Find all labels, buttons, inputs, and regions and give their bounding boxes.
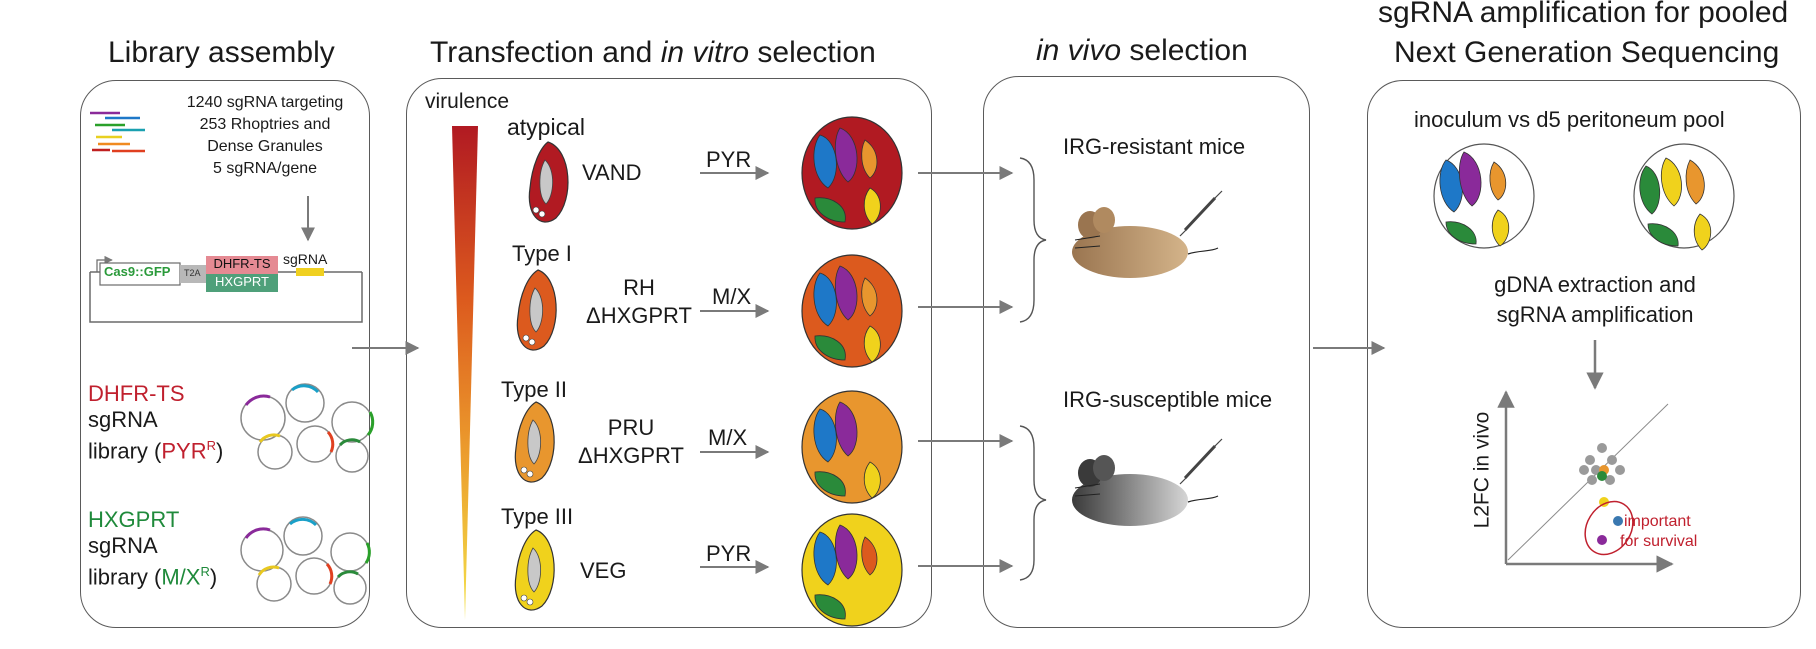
library-1-label: DHFR-TS sgRNA library (PYRR)	[88, 381, 223, 464]
strain-2-name-1: RH	[623, 275, 655, 300]
strain-1-drug: PYR	[706, 147, 752, 172]
library-2-marker: HXGPRT	[88, 507, 180, 532]
library-desc-line-1: 1240 sgRNA targeting	[186, 94, 344, 111]
sgrna-lines-icon	[90, 111, 145, 153]
library-2-close: )	[209, 564, 218, 590]
brace-susceptible	[1019, 425, 1047, 581]
strain-3-drug: M/X	[708, 425, 748, 450]
strain-3-name: PRU ΔHXGPRT	[566, 414, 696, 470]
scatter-y-label: L2FC in vivo	[1470, 411, 1494, 529]
ngs-step-label: gDNA extraction and sgRNA amplification	[1480, 270, 1710, 330]
transfection-title-post: selection	[749, 36, 876, 69]
library-1-close: )	[215, 438, 224, 464]
invivo-title-post: selection	[1121, 34, 1248, 67]
ngs-title-line2: Next Generation Sequencing	[1394, 36, 1780, 69]
library-1-line3-pre: library (	[88, 438, 162, 464]
library-1-sup: R	[206, 438, 216, 453]
library-desc-line-2: 253 Rhoptries and	[199, 116, 331, 133]
parasite-pru-icon	[514, 401, 555, 483]
construct-sgrna-label: sgRNA	[283, 251, 328, 267]
rosette-peritoneum-icon	[1633, 143, 1735, 251]
ngs-step-line-2: sgRNA amplification	[1496, 302, 1694, 327]
virulence-gradient-triangle	[452, 126, 478, 620]
parasite-veg-icon	[514, 529, 555, 611]
ngs-title-line1: sgRNA amplification for pooled	[1378, 0, 1789, 29]
transfection-title: Transfection and in vitro selection	[430, 36, 876, 70]
rosette-pru-icon	[801, 390, 903, 504]
transfection-title-italic: in vitro	[660, 36, 750, 69]
strain-4-drug: PYR	[706, 541, 752, 566]
rosette-rh-icon	[801, 254, 903, 368]
library-1-line2: sgRNA	[88, 407, 158, 432]
library-description: 1240 sgRNA targeting 253 Rhoptries and D…	[158, 92, 372, 180]
strain-1-type: atypical	[507, 114, 585, 140]
strain-2-drug: M/X	[712, 284, 752, 309]
construct-t2a-label: T2A	[184, 268, 201, 278]
construct-cas9-label: Cas9::GFP	[104, 264, 171, 279]
library-desc-line-3: Dense Granules	[207, 138, 323, 155]
strain-2-name-2: ΔHXGPRT	[586, 303, 692, 328]
library-2-label: HXGPRT sgRNA library (M/XR)	[88, 507, 217, 590]
strain-3-name-1: PRU	[607, 415, 655, 440]
strain-1-name: VAND	[582, 160, 642, 185]
library-2-line3-pre: library (	[88, 564, 162, 590]
important-survival-label: important for survival	[1620, 512, 1697, 552]
invivo-panel	[983, 76, 1310, 628]
brace-resistant	[1019, 157, 1047, 323]
plasmid-construct	[89, 255, 363, 323]
strain-3-type: Type II	[501, 377, 568, 402]
mice-resistant-label: IRG-resistant mice	[1063, 134, 1246, 159]
rosette-inoculum-icon	[1433, 143, 1535, 249]
ngs-step-line-1: gDNA extraction and	[1494, 272, 1696, 297]
strain-3-name-2: ΔHXGPRT	[578, 443, 684, 468]
comparison-label: inoculum vs d5 peritoneum pool	[1414, 107, 1725, 132]
construct-dhfr-label: DHFR-TS	[213, 256, 271, 271]
virulence-label: virulence	[425, 90, 510, 113]
strain-2-name: RH ΔHXGPRT	[584, 274, 694, 330]
library-1-drug: PYR	[161, 438, 207, 464]
rosette-veg-icon	[801, 513, 903, 627]
mouse-brown-icon	[1072, 190, 1223, 278]
library-1-line3: library (PYRR)	[88, 433, 223, 464]
invivo-title-italic: in vivo	[1036, 34, 1122, 67]
plasmid-library-2-icon	[240, 516, 371, 605]
strain-2-type: Type I	[512, 241, 572, 266]
parasite-rh-icon	[516, 269, 557, 351]
important-line-1: important	[1624, 513, 1691, 530]
transfection-title-pre: Transfection and	[430, 36, 661, 69]
important-line-2: for survival	[1620, 533, 1698, 550]
mice-susceptible-label: IRG-susceptible mice	[1063, 387, 1273, 412]
parasite-vand-icon	[528, 141, 569, 223]
strain-4-name: VEG	[580, 558, 627, 583]
library-assembly-title: Library assembly	[108, 36, 335, 69]
invivo-title: in vivo selection	[1036, 34, 1248, 68]
library-2-line3: library (M/XR)	[88, 559, 217, 590]
construct-hxgprt-label: HXGPRT	[215, 274, 269, 289]
rosette-vand-icon	[801, 116, 903, 230]
mouse-grey-icon	[1072, 438, 1223, 526]
library-1-marker: DHFR-TS	[88, 381, 185, 406]
strain-4-type: Type III	[501, 504, 574, 529]
library-desc-line-4: 5 sgRNA/gene	[212, 160, 318, 177]
l2fc-scatter-schematic	[1497, 390, 1674, 573]
library-2-drug: M/X	[161, 564, 201, 590]
library-2-sup: R	[200, 564, 210, 579]
plasmid-library-1-icon	[240, 383, 375, 473]
library-2-line2: sgRNA	[88, 533, 158, 558]
